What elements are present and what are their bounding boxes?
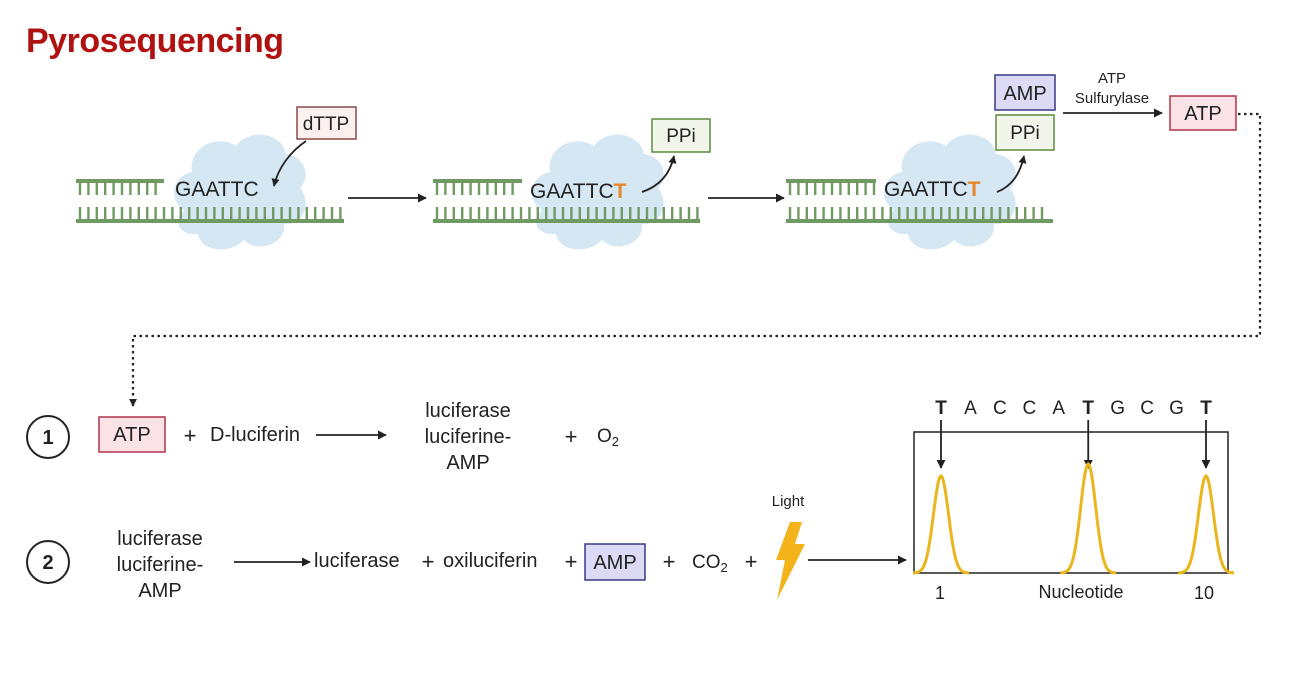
curved-arrow (996, 155, 1027, 193)
plus-sign: + (184, 423, 197, 448)
atp-box: ATP (98, 416, 166, 453)
reaction-number-2: 2 (26, 540, 70, 584)
dna-template-strand (433, 207, 700, 223)
svg-text:ATP: ATP (113, 424, 150, 446)
sequence-letter: C (1022, 398, 1036, 419)
dna-primer-strand (433, 179, 522, 195)
sequence-letter: A (1052, 398, 1065, 419)
amp-box: AMP (584, 543, 646, 581)
page-title: Pyrosequencing (26, 22, 284, 60)
plus-sign: + (565, 549, 578, 574)
ppi-box: PPi (651, 118, 711, 153)
light-label: Light (772, 493, 805, 510)
amp-box: AMP (994, 74, 1056, 111)
dna-primer-strand (76, 179, 164, 195)
svg-text:PPi: PPi (666, 126, 696, 147)
luciferase-label: luciferase (314, 550, 400, 572)
sequence-letter: T (1082, 398, 1094, 419)
oxiluciferin-label: oxiluciferin (443, 550, 537, 572)
plus-sign: + (422, 549, 435, 574)
sequence-letter: T (935, 398, 947, 419)
sequence-label: GAATTCT (530, 180, 627, 203)
signal-peak (1178, 473, 1234, 575)
svg-text:luciferase: luciferase (425, 400, 511, 422)
oxygen-label: O2 (597, 426, 619, 449)
sequence-letter: A (964, 398, 977, 419)
sequence-label: GAATTC (175, 178, 259, 201)
plus-sign: + (745, 549, 758, 574)
svg-text:luciferine-: luciferine- (425, 426, 512, 448)
luciferase-complex-label: luciferase luciferine- AMP (425, 400, 512, 474)
dna-primer-strand (786, 179, 876, 195)
enzyme-label: ATP Sulfurylase (1075, 70, 1149, 107)
dna-template-strand (786, 207, 1053, 223)
signal-peak (1060, 461, 1117, 575)
plus-sign: + (663, 549, 676, 574)
svg-text:1: 1 (42, 427, 53, 449)
svg-text:Sulfurylase: Sulfurylase (1075, 90, 1149, 107)
ppi-box: PPi (995, 114, 1055, 151)
dna-template-strand (76, 207, 344, 223)
sequence-letter: T (1200, 398, 1212, 419)
curved-arrow (641, 155, 677, 193)
sequence-letter: C (993, 398, 1007, 419)
x-axis-end-label: 10 (1194, 583, 1214, 603)
svg-text:PPi: PPi (1010, 123, 1040, 144)
svg-text:2: 2 (42, 552, 53, 574)
svg-text:AMP: AMP (446, 452, 489, 474)
plus-sign: + (565, 424, 578, 449)
svg-text:ATP: ATP (1184, 103, 1221, 125)
signal-peak (913, 473, 969, 575)
d-luciferin-label: D-luciferin (210, 424, 300, 446)
dotted-connector (129, 112, 1262, 407)
dttp-box: dTTP (296, 106, 357, 140)
atp-box: ATP (1169, 95, 1237, 131)
x-axis-title: Nucleotide (1038, 582, 1123, 602)
svg-text:luciferine-: luciferine- (117, 554, 204, 576)
luciferase-complex-label: luciferase luciferine- AMP (117, 528, 204, 602)
sequence-letter: G (1169, 398, 1184, 419)
sequence-letter: C (1140, 398, 1154, 419)
pyrogram-frame (913, 431, 1229, 574)
svg-text:dTTP: dTTP (303, 114, 349, 135)
svg-text:AMP: AMP (138, 580, 181, 602)
sequence-label: GAATTCT (884, 178, 981, 201)
lightning-icon (776, 522, 805, 600)
x-axis-start-label: 1 (935, 583, 945, 603)
svg-text:AMP: AMP (1003, 83, 1046, 105)
reaction-number-1: 1 (26, 415, 70, 459)
svg-text:ATP: ATP (1098, 70, 1126, 87)
co2-label: CO2 (692, 552, 728, 575)
sequence-letter: G (1110, 398, 1125, 419)
svg-text:AMP: AMP (593, 552, 636, 574)
svg-text:luciferase: luciferase (117, 528, 203, 550)
curved-arrow (271, 140, 307, 187)
